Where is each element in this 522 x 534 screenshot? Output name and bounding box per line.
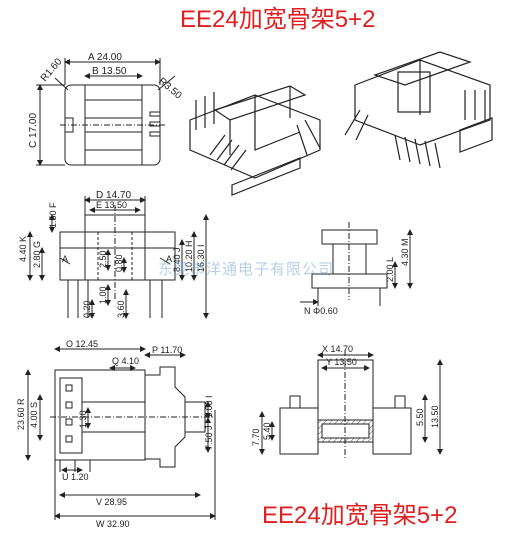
dim-020-label: 0.20	[82, 300, 92, 318]
section-mark-left: A	[62, 254, 68, 264]
front-view	[27, 196, 209, 319]
dim-h-label: 10.20 H	[184, 240, 194, 272]
dim-e-label: E 13.50	[96, 200, 127, 210]
dim-m-label: 4.30 M	[400, 238, 410, 266]
company-watermark: 东莞市洋通电子有限公司	[158, 260, 335, 278]
dim-q-label: Q 4.10	[112, 356, 139, 366]
dim-v-label: V 28.95	[96, 497, 127, 507]
dim-r-label: 23.60 R	[16, 398, 26, 430]
dim-2-label: 7.50 J	[204, 425, 214, 450]
dim-j-label: 8.40 J	[172, 247, 182, 272]
dim-k-label: 4.40 K	[18, 236, 28, 262]
drawing-title-bottom: EE24加宽骨架5+2	[262, 502, 458, 529]
dim-770-label: 7.70	[251, 428, 261, 446]
top-view	[36, 58, 176, 166]
dim-t-label: 1.30	[78, 410, 88, 428]
dim-100-label: 1.00	[98, 286, 108, 304]
dim-x-label: X 14.70	[322, 344, 353, 354]
dim-w-label: W 32.90	[96, 519, 130, 529]
dim-360-label: 3.60	[116, 300, 126, 318]
side-view	[300, 222, 413, 306]
drawing-title-top: EE24加宽骨架5+2	[180, 6, 376, 33]
dim-u-label: U 1.20	[62, 472, 89, 482]
dim-n-label: N Φ0.60	[304, 306, 338, 316]
radius-small-label: R1.60	[39, 56, 65, 84]
dim-550-label: 5.50	[415, 408, 425, 426]
section-mark-right: A	[166, 254, 172, 264]
dim-540-label: 5.40	[262, 422, 272, 440]
dim-1350-label: 13.50	[430, 405, 440, 428]
dim-i-label: 16.30 I	[196, 244, 206, 272]
dim-a-label: A 24.00	[88, 52, 122, 63]
dim-d-label: D 14.70	[96, 190, 131, 201]
dim-b-label: B 13.50	[92, 66, 127, 77]
bottom-view	[25, 346, 216, 520]
dim-o-label: O 12.45	[66, 339, 98, 349]
dim-080-label: 0.80	[114, 254, 124, 272]
dim-1-label: 1.00 I	[204, 395, 214, 418]
dim-p-label: P 11.70	[152, 345, 182, 355]
section-view	[259, 350, 443, 460]
dim-f-label: 1.50 F	[48, 202, 58, 228]
dim-y-label: Y 13.50	[326, 357, 357, 367]
dim-l-label: 2.00 L	[385, 257, 395, 282]
isometric-view-right	[344, 51, 493, 169]
dim-s-label: 4.00 S	[29, 402, 39, 428]
isometric-view-left	[189, 85, 321, 196]
dim-c-label: C 17.00	[28, 113, 39, 148]
dim-250-label: 2.50	[98, 250, 108, 268]
dim-g-label: 2.80 G	[32, 241, 42, 268]
